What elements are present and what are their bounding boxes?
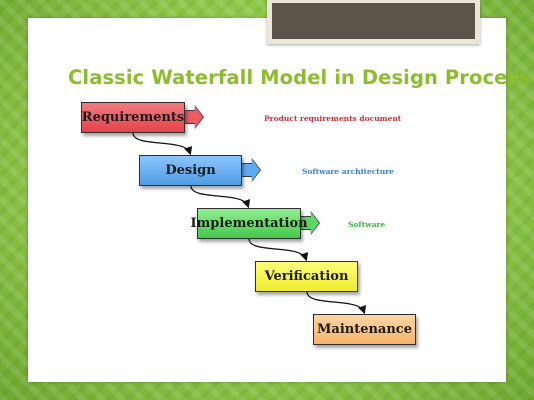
title-bar-inner xyxy=(272,3,475,39)
connector-verification-maintenance xyxy=(306,291,367,315)
phase-design: Design xyxy=(139,155,242,186)
slide-canvas xyxy=(28,18,506,382)
implementation-output-arrow xyxy=(301,212,319,234)
design-output-arrow xyxy=(242,159,260,181)
phase-requirements: Requirements xyxy=(81,102,185,133)
slide-title: Classic Waterfall Model in Design Proces… xyxy=(68,66,531,89)
requirements-output-arrow xyxy=(185,106,203,128)
phase-verification: Verification xyxy=(255,261,358,292)
phase-implementation: Implementation xyxy=(190,208,308,239)
artifact-implementation: Software xyxy=(348,220,386,229)
artifact-design: Software architecture xyxy=(302,167,394,176)
artifact-requirements: Product requirements document xyxy=(264,114,402,123)
connector-implementation-verification xyxy=(248,238,309,262)
connector-design-implementation xyxy=(190,185,251,209)
connector-requirements-design xyxy=(132,132,193,156)
title-bar-decoration xyxy=(267,0,480,44)
phase-maintenance: Maintenance xyxy=(313,314,416,345)
